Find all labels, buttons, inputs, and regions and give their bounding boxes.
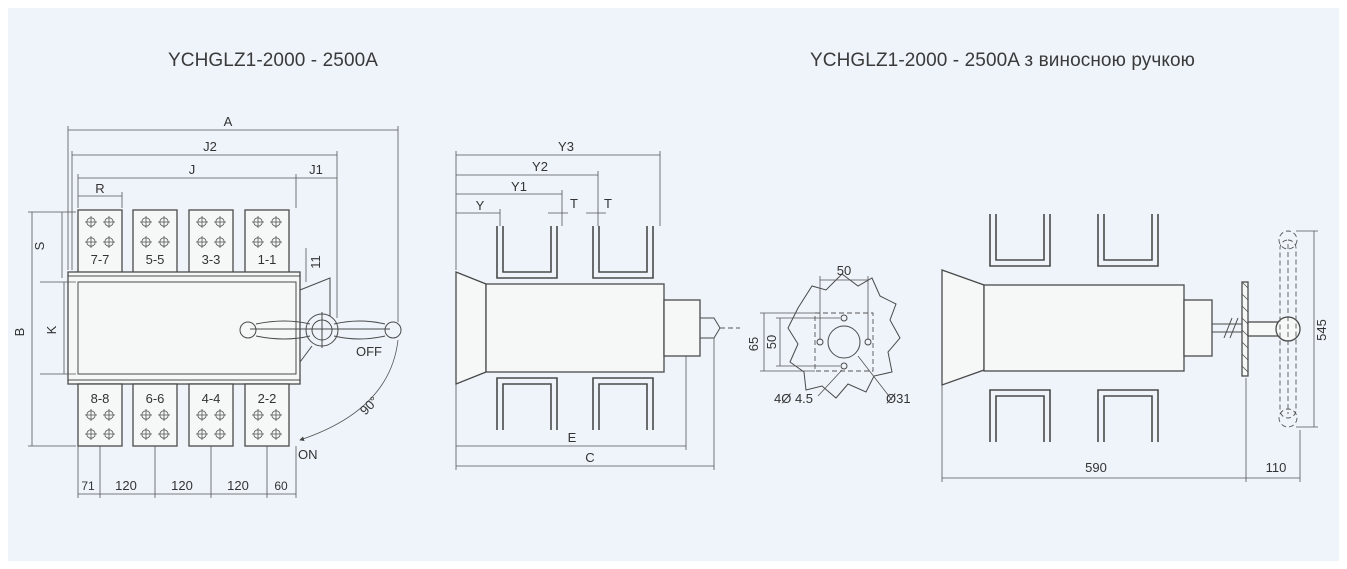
pole-label-bottom-2: 6-6 xyxy=(146,391,165,406)
pole-label-bottom-1: 8-8 xyxy=(91,391,110,406)
dim-holes: 4Ø 4.5 xyxy=(774,391,813,406)
angle-label: 90° xyxy=(357,393,382,418)
dim-R: R xyxy=(95,181,104,196)
pole-label-bottom-4: 2-2 xyxy=(258,391,277,406)
on-label: ON xyxy=(298,447,318,462)
dim-dia: Ø31 xyxy=(886,391,911,406)
dim-pitch-60: 60 xyxy=(274,479,288,493)
dim-pitch-120c: 120 xyxy=(227,478,249,493)
dim-C: C xyxy=(585,450,594,465)
pole-label-top-2: 5-5 xyxy=(146,252,165,267)
terminals-bottom xyxy=(77,383,290,447)
dim-pitch-71: 71 xyxy=(81,479,95,493)
dim-Y: Y xyxy=(476,198,485,213)
dim-545: 545 xyxy=(1314,319,1329,341)
dim-Y2: Y2 xyxy=(532,159,548,174)
dim-pitch-120b: 120 xyxy=(171,478,193,493)
title-standard: YCHGLZ1-2000 - 2500A xyxy=(168,50,379,71)
dim-J1: J1 xyxy=(309,162,323,177)
dim-pitch-120a: 120 xyxy=(115,478,137,493)
dim-Y1: Y1 xyxy=(511,179,527,194)
dim-J: J xyxy=(189,162,196,177)
dim-S: S xyxy=(32,241,47,250)
dim-w50: 50 xyxy=(837,263,851,278)
dim-Y3: Y3 xyxy=(558,139,574,154)
cutout-detail: 50 65 50 4Ø 4.5 Ø31 xyxy=(746,263,911,406)
dim-J2: J2 xyxy=(203,139,217,154)
dim-110: 110 xyxy=(1266,460,1287,475)
remote-handle-view: 590 110 545 xyxy=(941,213,1329,482)
dim-h65: 65 xyxy=(746,337,761,351)
dim-590: 590 xyxy=(1085,460,1107,475)
side-view: Y3 Y2 Y1 Y T T E C xyxy=(455,139,740,470)
dim-K: K xyxy=(44,325,59,334)
dim-h50: 50 xyxy=(764,335,779,349)
terminals-top xyxy=(77,209,290,281)
dim-A: A xyxy=(224,114,233,129)
off-label: OFF xyxy=(356,344,382,359)
front-dimension-lines xyxy=(28,126,399,498)
dim-T1: T xyxy=(570,196,578,211)
dim-T2: T xyxy=(604,196,612,211)
pole-label-top-3: 3-3 xyxy=(202,252,221,267)
dim-E: E xyxy=(568,430,577,445)
pole-label-top-4: 1-1 xyxy=(258,252,277,267)
side-dimension-lines xyxy=(455,151,715,470)
switch-body xyxy=(67,271,301,385)
pole-label-top-1: 7-7 xyxy=(91,252,110,267)
rotation-arc xyxy=(299,339,399,442)
pole-label-bottom-3: 4-4 xyxy=(202,391,221,406)
handle xyxy=(239,277,402,363)
remote-dimension-lines xyxy=(941,230,1318,482)
front-view: 7-7 5-5 3-3 1-1 xyxy=(12,114,402,498)
title-remote-handle: YCHGLZ1-2000 - 2500A з виносною ручкою xyxy=(810,50,1196,71)
dim-11: 11 xyxy=(308,255,323,269)
dim-B: B xyxy=(12,328,27,337)
